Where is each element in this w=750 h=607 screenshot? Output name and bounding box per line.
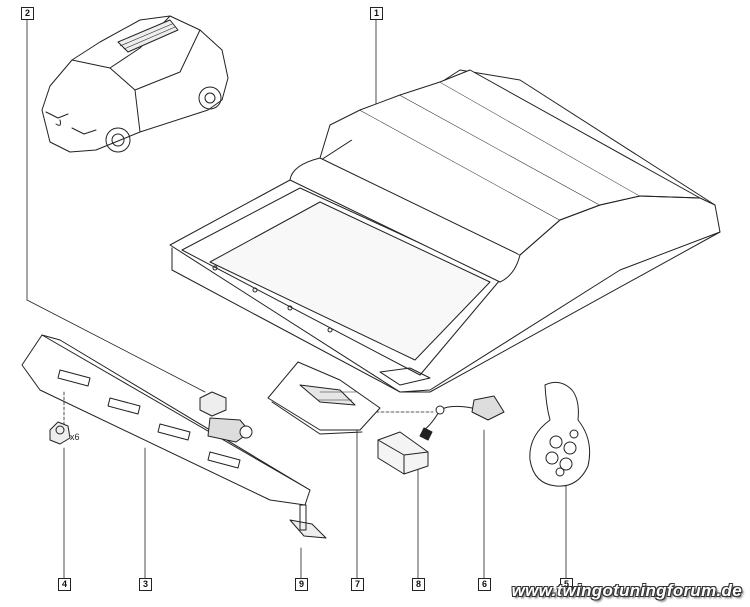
quantity-note: x6 (70, 432, 80, 442)
front-trim-panel (21, 334, 311, 506)
motor-part (199, 391, 253, 443)
car-illustration (41, 15, 229, 153)
callout-7: 7 (351, 578, 364, 591)
callout-5: 5 (560, 578, 573, 591)
control-unit-part (267, 361, 381, 435)
callout-2: 2 (21, 7, 34, 20)
callout-4: 4 (58, 578, 71, 591)
clip-part (49, 421, 71, 445)
small-parts-bag (529, 381, 591, 487)
module-part (377, 431, 429, 475)
folding-roof-assembly (169, 69, 721, 393)
callout-9: 9 (295, 578, 308, 591)
bracket-part (289, 504, 327, 539)
callout-8: 8 (412, 578, 425, 591)
watermark: www.twingotuningforum.de (511, 581, 742, 600)
leader-lines (26, 19, 567, 579)
callout-3: 3 (139, 578, 152, 591)
wiring-harness-part (419, 395, 505, 441)
callout-1: 1 (370, 7, 383, 20)
callout-6: 6 (478, 578, 491, 591)
